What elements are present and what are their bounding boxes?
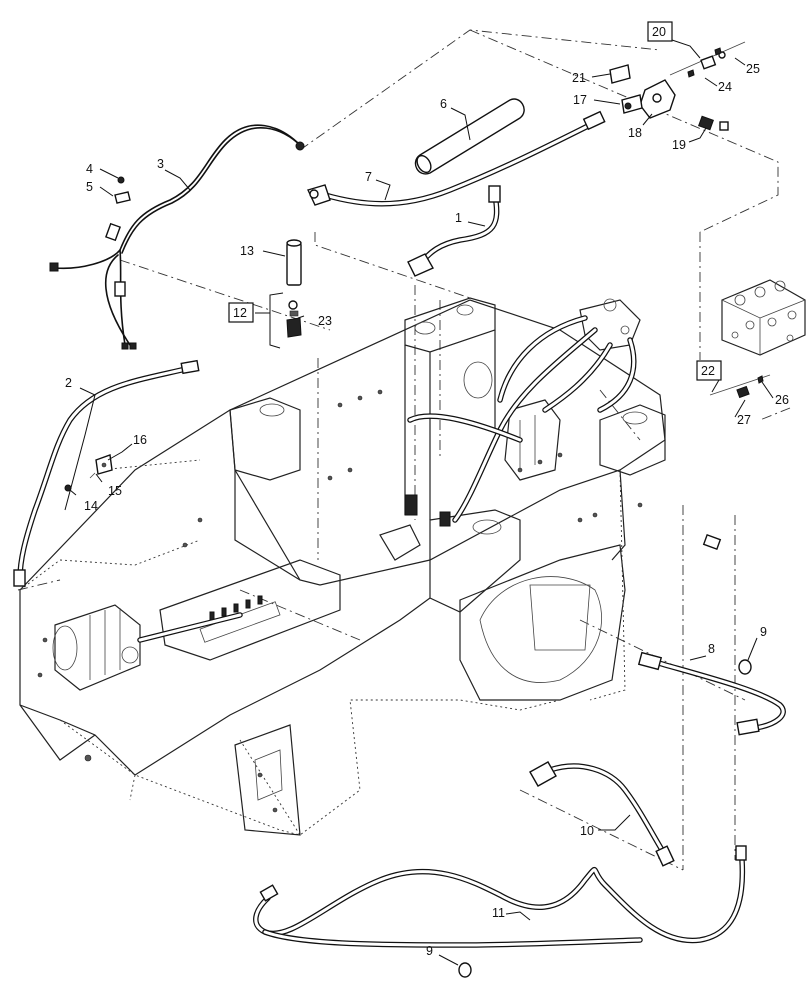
callout-18: 18 [628, 126, 642, 140]
starter-motor [52, 604, 243, 691]
assembly-reference-lines [17, 29, 791, 871]
callout-24: 24 [718, 80, 732, 94]
callout-25: 25 [746, 62, 760, 76]
callout-23: 23 [318, 314, 332, 328]
part-10-hose [529, 761, 675, 867]
part-3-wire-harness [49, 124, 305, 350]
callout-5: 5 [86, 180, 93, 194]
part-21-adapter [609, 64, 631, 84]
callout-1: 1 [455, 211, 462, 225]
callout-8: 8 [708, 642, 715, 656]
callout-14: 14 [84, 499, 98, 513]
callout-2: 2 [65, 376, 72, 390]
steering-valve-cluster [379, 298, 641, 561]
callout-12: 12 [233, 306, 247, 320]
callout-labels: 1 2 3 4 5 6 7 8 9 9 10 11 12 13 14 15 16… [65, 21, 789, 958]
callout-10: 10 [580, 824, 594, 838]
callout-4: 4 [86, 162, 93, 176]
callout-19: 19 [672, 138, 686, 152]
callout-15: 15 [108, 484, 122, 498]
part-14-16-clamp [64, 454, 113, 492]
part-1-hose [407, 185, 501, 277]
callout-20-box [647, 21, 673, 42]
callout-6: 6 [440, 97, 447, 111]
callout-9-lower: 9 [426, 944, 433, 958]
callout-13: 13 [240, 244, 254, 258]
callout-27: 27 [737, 413, 751, 427]
part-22-kit-parts [709, 374, 771, 399]
part-6-protective-sleeve [414, 98, 525, 175]
callout-3: 3 [157, 157, 164, 171]
part-17-adapter [621, 94, 643, 114]
callout-11: 11 [492, 906, 505, 920]
connector-block-row [199, 595, 281, 643]
callout-12-box [228, 302, 254, 323]
part-4-5-fasteners [114, 176, 131, 204]
callout-20: 20 [652, 25, 666, 39]
frame-bolts [37, 389, 643, 813]
part-13-cap [286, 239, 302, 286]
callout-leader-lines [64, 39, 774, 966]
part-8-hose [637, 534, 786, 736]
callout-17: 17 [573, 93, 587, 107]
part-11-hose [253, 845, 747, 948]
callout-21: 21 [572, 71, 586, 85]
callout-7: 7 [365, 170, 372, 184]
remote-valve-block [721, 279, 806, 356]
part-9-o-ring [458, 659, 752, 978]
part-23-sensor [286, 300, 302, 338]
part-19-adapter [698, 115, 729, 131]
callout-9-upper: 9 [760, 625, 767, 639]
callout-26: 26 [775, 393, 789, 407]
part-2-hose [13, 359, 200, 587]
callout-22-box [696, 360, 722, 381]
callout-16: 16 [133, 433, 147, 447]
part-20-kit-parts [669, 41, 746, 78]
callout-22: 22 [701, 364, 715, 378]
tractor-frame-chassis [19, 297, 666, 836]
part-18-tee-fitting [639, 79, 676, 119]
part-7-hose [307, 110, 606, 207]
